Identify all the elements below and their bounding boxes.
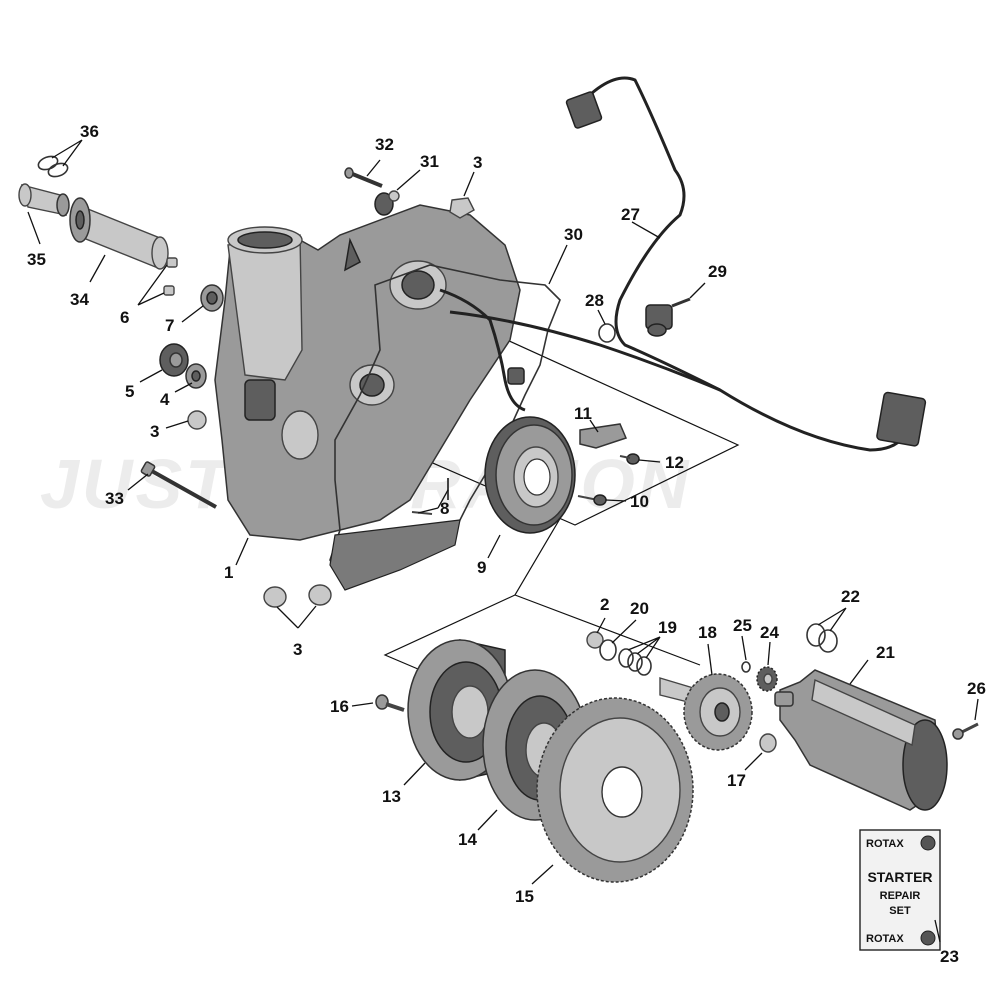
callout-30: 30	[564, 225, 583, 244]
callout-3-top: 3	[473, 153, 482, 172]
callout-4: 4	[160, 390, 170, 409]
callout-16: 16	[330, 697, 349, 716]
repair-set-line2: REPAIR	[880, 890, 921, 902]
part-35-coupling	[18, 183, 70, 217]
part-19-rings	[618, 648, 652, 676]
part-32-screw	[344, 167, 383, 188]
repair-set-brand-top: ROTAX	[866, 838, 904, 850]
callout-1: 1	[224, 563, 233, 582]
part-28-o-ring	[598, 323, 616, 343]
callout-23: 23	[940, 947, 959, 966]
part-9-stator	[484, 416, 576, 534]
part-1-magneto-housing	[214, 204, 521, 541]
repair-set-line1: STARTER	[867, 869, 932, 885]
callout-32: 32	[375, 135, 394, 154]
callout-22: 22	[841, 587, 860, 606]
callout-17: 17	[727, 771, 746, 790]
part-29-sensor	[645, 297, 691, 337]
part-10-screw	[577, 494, 607, 506]
part-36-o-rings	[37, 155, 69, 178]
part-16-screw	[375, 694, 405, 712]
part-18-double-gear	[659, 673, 753, 751]
callout-34: 34	[70, 290, 89, 309]
callout-12: 12	[665, 453, 684, 472]
part-26-screw	[952, 722, 979, 740]
part-12-screw	[619, 453, 640, 465]
part-34-starter-shaft	[69, 197, 169, 270]
repair-set-line3: SET	[889, 905, 911, 917]
part-15-ring-gear	[536, 697, 694, 883]
part-3-plug-top	[449, 197, 475, 219]
callout-6: 6	[120, 308, 129, 327]
callout-31: 31	[420, 152, 439, 171]
leader-lines	[27, 139, 979, 943]
callout-29: 29	[708, 262, 727, 281]
part-17-bushing	[759, 733, 777, 753]
part-8-pin	[411, 478, 449, 515]
callout-13: 13	[382, 787, 401, 806]
callout-3-bottom: 3	[293, 640, 302, 659]
callout-18: 18	[698, 623, 717, 642]
part-24-pinion	[756, 666, 778, 692]
brand-logo-top-icon	[920, 835, 936, 851]
part-4-bearing	[185, 363, 207, 389]
callout-10: 10	[630, 492, 649, 511]
callout-28: 28	[585, 291, 604, 310]
callout-14: 14	[458, 830, 477, 849]
part-5-seal	[159, 343, 189, 377]
part-23-starter-repair-set: ROTAX STARTER REPAIR SET ROTAX	[859, 829, 941, 951]
part-30-gasket	[329, 264, 561, 591]
repair-set-brand-bottom: ROTAX	[866, 933, 904, 945]
part-21-starter-motor	[774, 669, 948, 811]
callout-33: 33	[105, 489, 124, 508]
part-33-bolt	[140, 461, 217, 509]
callout-36: 36	[80, 122, 99, 141]
callout-19: 19	[658, 618, 677, 637]
group-outline-stator	[379, 304, 740, 526]
callout-26: 26	[967, 679, 986, 698]
part-11-retainer-plate	[579, 423, 628, 449]
callout-15: 15	[515, 887, 534, 906]
callout-20: 20	[630, 599, 649, 618]
part-31-clamp	[374, 190, 400, 216]
callout-27: 27	[621, 205, 640, 224]
part-7-bearing	[200, 284, 224, 312]
part-3-plug-left	[187, 410, 207, 430]
callout-2: 2	[600, 595, 609, 614]
part-6-pins	[163, 257, 178, 296]
group-outline-rotor	[383, 504, 701, 673]
callout-24: 24	[760, 623, 779, 642]
part-27-wiring-harness	[439, 76, 927, 452]
part-22-o-rings	[806, 623, 838, 653]
part-3-plugs-bottom	[263, 584, 332, 608]
part-2-bushing	[586, 631, 604, 649]
part-25-circlip	[741, 661, 751, 673]
callout-25: 25	[733, 616, 752, 635]
callout-7: 7	[165, 316, 174, 335]
callout-35: 35	[27, 250, 46, 269]
callout-3-left: 3	[150, 422, 159, 441]
callout-5: 5	[125, 382, 134, 401]
callout-numbers: 36 35 34 6 7 5 4 3 33 1 3 32 31 3 30 27 …	[27, 122, 986, 966]
part-20-washer	[599, 639, 617, 661]
callout-9: 9	[477, 558, 486, 577]
callout-8: 8	[440, 499, 449, 518]
callout-11: 11	[574, 404, 592, 423]
callout-21: 21	[876, 643, 895, 662]
brand-logo-bottom-icon	[920, 930, 936, 946]
